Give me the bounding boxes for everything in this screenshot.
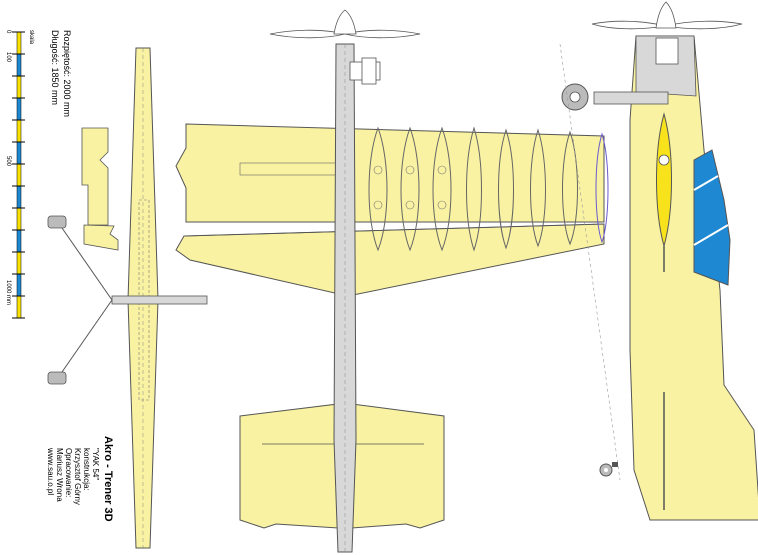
credit-edit-label: Opracowanie: [64, 448, 73, 498]
scale-bar [12, 31, 25, 319]
scale-tick-1000: 1000 mm [5, 280, 11, 306]
model-name: "YAK 54" [91, 448, 100, 481]
credit-design-label: konstrukcja: [82, 448, 91, 491]
credit-editor: Mariusz Wrona [55, 448, 64, 502]
aileron-parts [81, 127, 119, 251]
model-title: Akro - Trener 3D [102, 436, 114, 522]
spec-span: Rozpiętość: 2000 mm [62, 30, 72, 118]
credit-designer: Krzysztof Górny [73, 448, 82, 505]
scale-label: skala [28, 30, 34, 45]
spec-length: Długość: 1850 mm [50, 30, 60, 106]
scale-tick-500: 500 [5, 156, 11, 167]
credit-url: www.sau.o.pl [46, 448, 55, 496]
wing-front-view [47, 47, 208, 549]
side-view [559, 1, 758, 521]
top-view [175, 9, 609, 553]
scale-tick-100: 100 [5, 52, 11, 63]
scale-tick-0: 0 [5, 30, 11, 34]
